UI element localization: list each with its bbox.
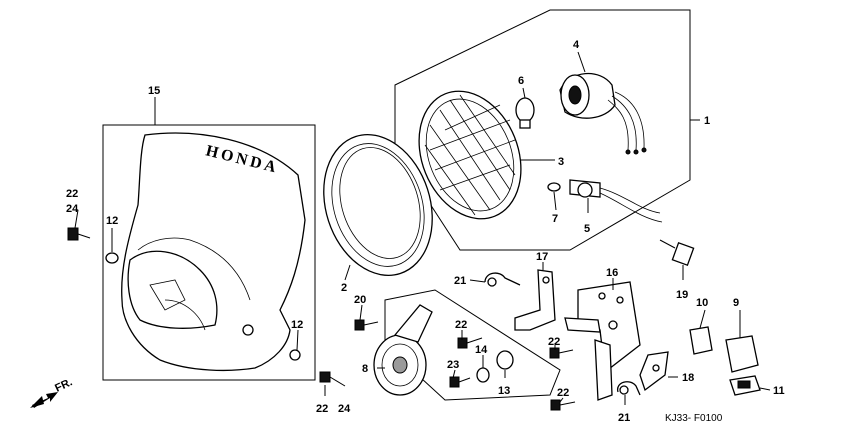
callout-23: 23 xyxy=(447,359,459,371)
wire-clamp xyxy=(484,272,641,396)
callout-12-left: 12 xyxy=(106,215,118,227)
callout-21-top: 21 xyxy=(454,275,466,287)
bracket-plate xyxy=(639,351,669,392)
main-bracket xyxy=(564,281,641,401)
callout-16: 16 xyxy=(606,267,618,279)
relay xyxy=(689,326,761,396)
callout-15: 15 xyxy=(148,85,160,97)
bolts xyxy=(67,227,695,411)
horn xyxy=(373,304,433,396)
callout-10: 10 xyxy=(696,297,708,309)
bulb-socket xyxy=(559,72,647,155)
headlight-lens xyxy=(418,90,522,220)
cowl-group-frame xyxy=(102,124,316,381)
callout-7: 7 xyxy=(552,213,558,225)
callout-22-lower: 22 xyxy=(557,387,569,399)
callout-8: 8 xyxy=(362,363,368,375)
callout-18: 18 xyxy=(682,372,694,384)
front-direction-label: FR. xyxy=(53,376,74,394)
callout-5: 5 xyxy=(584,223,590,235)
callout-4: 4 xyxy=(573,39,580,51)
callout-12-right: 12 xyxy=(291,319,303,331)
position-light xyxy=(547,179,663,223)
leader-lines xyxy=(74,51,771,405)
headlight-bulb xyxy=(515,97,535,129)
callout-22-bottom: 22 xyxy=(316,403,328,415)
callout-3: 3 xyxy=(558,156,564,168)
callout-24-left: 24 xyxy=(66,203,79,215)
callout-11: 11 xyxy=(773,385,785,397)
callout-22-mid: 22 xyxy=(455,319,467,331)
callout-22-left: 22 xyxy=(66,188,78,200)
callout-9: 9 xyxy=(733,297,739,309)
callout-24-bottom: 24 xyxy=(338,403,351,415)
callout-20: 20 xyxy=(354,294,366,306)
headlight-cowl: HONDA xyxy=(121,132,306,372)
callout-13: 13 xyxy=(498,385,510,397)
callout-14: 14 xyxy=(475,344,488,356)
callout-21-bottom: 21 xyxy=(618,412,630,424)
callout-2: 2 xyxy=(341,282,347,294)
figure-code: KJ33- F0100 xyxy=(665,413,723,424)
callout-19: 19 xyxy=(676,289,688,301)
stay xyxy=(514,269,556,331)
headlight-rim xyxy=(323,134,433,276)
callout-22-bracket: 22 xyxy=(548,336,560,348)
callout-6: 6 xyxy=(518,75,524,87)
callout-17: 17 xyxy=(536,251,548,263)
callout-1: 1 xyxy=(704,115,710,127)
front-direction-arrow: FR. xyxy=(30,376,74,408)
